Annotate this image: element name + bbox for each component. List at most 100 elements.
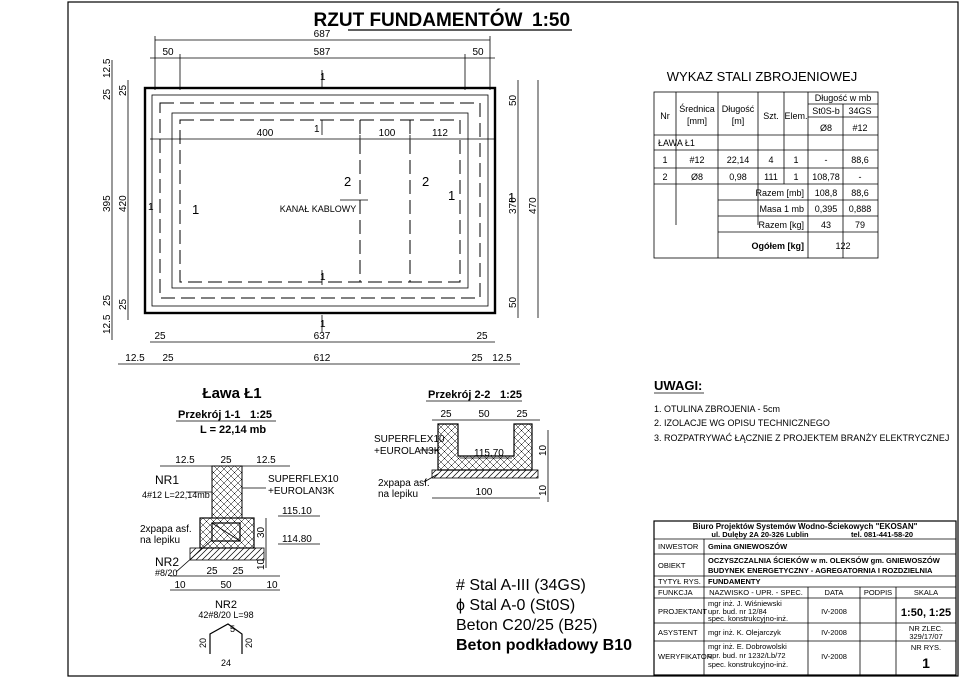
svg-text:L = 22,14 mb: L = 22,14 mb bbox=[200, 424, 266, 436]
svg-text:4#12 L=22,14mb: 4#12 L=22,14mb bbox=[142, 490, 210, 500]
note-item: 3. ROZPATRYWAĆ ŁĄCZNIE Z PROJEKTEM BRANŻ… bbox=[654, 433, 949, 443]
steel-section-label: ŁAWA Ł1 bbox=[658, 138, 695, 148]
svg-text:50: 50 bbox=[220, 580, 232, 591]
svg-text:20: 20 bbox=[198, 638, 208, 648]
svg-text:88,6: 88,6 bbox=[851, 155, 869, 165]
svg-text:22,14: 22,14 bbox=[727, 155, 750, 165]
svg-text:12.5: 12.5 bbox=[492, 353, 512, 364]
svg-text:upr. bud. nr 12/84: upr. bud. nr 12/84 bbox=[708, 607, 767, 616]
svg-text:10: 10 bbox=[538, 484, 549, 496]
wall-axis-outer bbox=[159, 102, 481, 299]
steel-schedule: WYKAZ STALI ZBROJENIOWEJ Nr Średnica [mm… bbox=[653, 69, 879, 259]
svg-text:SUPERFLEX10: SUPERFLEX10 bbox=[268, 474, 339, 485]
material-lean-concrete: Beton podkładowy B10 bbox=[456, 637, 632, 654]
svg-text:42#8/20 L=98: 42#8/20 L=98 bbox=[198, 610, 253, 620]
level-115-10: 115.10 bbox=[282, 506, 312, 517]
nr2-label: NR2 bbox=[155, 555, 179, 569]
svg-text:Ogółem [kg]: Ogółem [kg] bbox=[751, 241, 804, 251]
dim-top-right: 50 bbox=[472, 47, 484, 58]
materials-legend: # Stal A-III (34GS) ϕ Stal A-0 (St0S) Be… bbox=[456, 577, 632, 654]
svg-text:50: 50 bbox=[508, 296, 519, 308]
nr1-label: NR1 bbox=[155, 473, 179, 487]
notes: UWAGI: 1. OTULINA ZBROJENIA - 5cm 2. IZO… bbox=[654, 378, 949, 443]
svg-text:Biuro Projektów Systemów Wodno: Biuro Projektów Systemów Wodno-Ściekowyc… bbox=[693, 522, 918, 531]
svg-text:Długość: Długość bbox=[722, 104, 755, 114]
svg-text:25: 25 bbox=[471, 353, 483, 364]
svg-text:1: 1 bbox=[793, 155, 798, 165]
material-steel-a3: # Stal A-III (34GS) bbox=[456, 577, 586, 594]
svg-text:25: 25 bbox=[476, 331, 488, 342]
svg-text:25: 25 bbox=[516, 409, 528, 420]
svg-text:2xpapa asf.: 2xpapa asf. bbox=[378, 478, 430, 489]
svg-text:12.5: 12.5 bbox=[125, 353, 145, 364]
svg-text:108,8: 108,8 bbox=[815, 188, 838, 198]
sheet-frame bbox=[67, 1, 959, 677]
foundation-plan: 687 50 587 50 400 100 112 KANAŁ KABLOWY … bbox=[102, 29, 539, 365]
svg-text:50: 50 bbox=[478, 409, 490, 420]
svg-text:108,78: 108,78 bbox=[812, 172, 840, 182]
svg-text:Masa 1 mb: Masa 1 mb bbox=[759, 204, 804, 214]
svg-text:Szt.: Szt. bbox=[763, 111, 779, 121]
svg-text:12.5: 12.5 bbox=[256, 455, 276, 466]
svg-text:1:25: 1:25 bbox=[250, 409, 272, 421]
svg-text:OBIEKT: OBIEKT bbox=[658, 561, 686, 570]
dim-mid-112: 112 bbox=[432, 128, 448, 139]
svg-text:1: 1 bbox=[320, 319, 326, 330]
svg-text:79: 79 bbox=[855, 220, 865, 230]
page-title: RZUT FUNDAMENTÓW bbox=[314, 9, 523, 31]
stirrup-shape bbox=[209, 623, 243, 654]
section-mark-1-bottom: 1 bbox=[320, 270, 326, 285]
svg-text:PODPIS: PODPIS bbox=[864, 588, 892, 597]
svg-text:Przekrój 1-1: Przekrój 1-1 bbox=[178, 409, 240, 421]
svg-text:Gmina GNIEWOSZÓW: Gmina GNIEWOSZÓW bbox=[708, 542, 788, 551]
svg-text:34GS: 34GS bbox=[848, 106, 871, 116]
svg-text:25: 25 bbox=[102, 88, 113, 100]
steel-total-row: Ogółem [kg] 122 bbox=[751, 241, 850, 251]
svg-text:1: 1 bbox=[320, 72, 326, 83]
level-114-80: 114.80 bbox=[282, 534, 312, 545]
svg-text:na lepiku: na lepiku bbox=[140, 535, 180, 546]
foundation-outer-edge bbox=[143, 86, 497, 315]
svg-text:ASYSTENT: ASYSTENT bbox=[658, 628, 698, 637]
steel-row: 1 #12 22,14 4 1 - 88,6 bbox=[662, 155, 868, 165]
note-item: 1. OTULINA ZBROJENIA - 5cm bbox=[654, 404, 780, 414]
svg-text:Elem.: Elem. bbox=[784, 111, 807, 121]
svg-text:TYTYŁ RYS.: TYTYŁ RYS. bbox=[658, 577, 701, 586]
nr2-stirrup-label: NR2 bbox=[215, 599, 237, 611]
svg-text:5: 5 bbox=[230, 624, 235, 634]
mark-1-left: 1 bbox=[148, 202, 154, 213]
svg-text:#12: #12 bbox=[689, 155, 704, 165]
svg-text:25: 25 bbox=[162, 353, 174, 364]
svg-text:12.5: 12.5 bbox=[175, 455, 195, 466]
dim-mid-400: 400 bbox=[257, 128, 274, 139]
svg-text:12.5: 12.5 bbox=[102, 314, 113, 334]
mark-2-left: 2 bbox=[344, 174, 351, 189]
dim-bottom-637: 637 bbox=[314, 331, 331, 342]
svg-text:25: 25 bbox=[440, 409, 452, 420]
svg-text:25: 25 bbox=[206, 566, 218, 577]
drawing-title: FUNDAMENTY bbox=[708, 577, 761, 586]
dim-top-inner: 587 bbox=[314, 47, 331, 58]
svg-text:30: 30 bbox=[256, 526, 267, 538]
svg-text:-: - bbox=[859, 172, 862, 182]
title-block: Biuro Projektów Systemów Wodno-Ściekowyc… bbox=[653, 520, 957, 676]
svg-text:mgr inż. E. Dobrowolski: mgr inż. E. Dobrowolski bbox=[708, 642, 787, 651]
main-title: RZUT FUNDAMENTÓW 1:50 bbox=[314, 9, 572, 31]
svg-text:88,6: 88,6 bbox=[851, 188, 869, 198]
svg-text:2: 2 bbox=[662, 172, 667, 182]
svg-text:25: 25 bbox=[102, 294, 113, 306]
dim-right-370: 370 bbox=[508, 197, 519, 214]
mark-1-inner-right: 1 bbox=[448, 188, 455, 203]
steel-row: 2 Ø8 0,98 111 1 108,78 - bbox=[662, 172, 861, 182]
svg-text:mgr inż. J. Wiśniewski: mgr inż. J. Wiśniewski bbox=[708, 599, 782, 608]
svg-text:1:25: 1:25 bbox=[500, 389, 522, 401]
svg-text:NAZWISKO - UPR. - SPEC.: NAZWISKO - UPR. - SPEC. bbox=[709, 588, 803, 597]
dim-mid-100: 100 bbox=[379, 128, 396, 139]
sheet-number: 1 bbox=[922, 655, 930, 671]
svg-text:Ø8: Ø8 bbox=[820, 123, 832, 133]
dim-top-total: 687 bbox=[314, 29, 331, 40]
svg-text:DATA: DATA bbox=[825, 588, 844, 597]
section-mark-1-mid: 1 bbox=[314, 120, 323, 135]
footing-title: Ława Ł1 bbox=[202, 385, 261, 402]
dim-right-470: 470 bbox=[528, 197, 539, 214]
